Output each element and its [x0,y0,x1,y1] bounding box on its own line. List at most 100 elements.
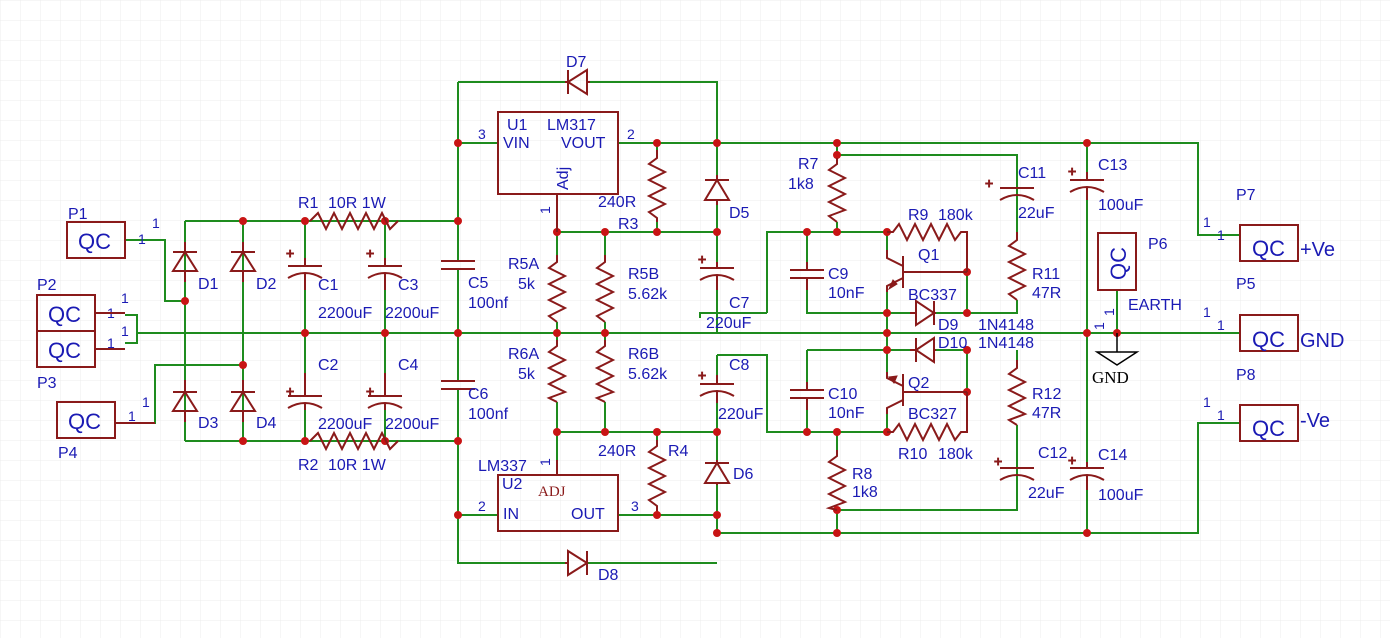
resistor-r8[interactable]: R8 1k8 [825,450,878,511]
svg-text:C3: C3 [398,277,419,294]
capacitor-c5[interactable]: C5 100nf [441,260,509,312]
svg-text:C9: C9 [828,266,849,283]
resistor-r11[interactable]: R11 47R [1006,232,1061,302]
connector-p8-ref: P8 [1236,367,1256,384]
svg-text:1: 1 [1217,227,1225,243]
diode-d7[interactable]: D7 [565,54,590,96]
svg-text:C10: C10 [828,386,857,403]
svg-text:R6A: R6A [508,346,539,363]
polarity-plus-icon: + [1068,163,1076,179]
svg-text:22uF: 22uF [1018,205,1055,222]
capacitor-c12[interactable]: + C12 22uF [994,445,1068,502]
resistor-r1[interactable]: R1 10R 1W [298,195,399,232]
svg-text:D8: D8 [598,567,619,584]
connector-p4-type: QC [68,409,101,434]
diode-d5[interactable]: D5 [703,175,750,222]
diode-d6[interactable]: D6 [703,460,754,485]
capacitor-c4[interactable]: + C4 2200uF [366,357,440,433]
connector-p7-ref: P7 [1236,187,1256,204]
diode-d9[interactable]: D9 1N4148 [910,299,1034,334]
capacitor-c7[interactable]: + C7 220uF [698,251,752,333]
resistor-r7[interactable]: R7 1k8 [788,156,848,223]
resistor-r6b[interactable]: R6B 5.62k [594,340,668,403]
svg-text:GND: GND [1092,368,1129,387]
svg-text:10R 1W: 10R 1W [328,457,387,474]
svg-text:1k8: 1k8 [852,484,878,501]
connector-p6-type: QC [1106,247,1131,280]
connector-p1[interactable]: QC P1 1 1 [66,206,160,259]
diode-d8[interactable]: D8 [565,549,619,584]
diode-d2[interactable]: D2 [229,242,277,293]
connector-p2-ref: P2 [37,277,57,294]
svg-text:1: 1 [1203,394,1211,410]
regulator-u1[interactable]: U1 LM317 VIN VOUT Adj 3 2 1 [478,111,635,214]
transistor-q2[interactable]: Q2 BC327 [886,372,967,423]
capacitor-c8[interactable]: + C8 220uF [698,357,764,423]
capacitor-c14[interactable]: + C14 100uF [1068,447,1144,504]
capacitor-c2[interactable]: + C2 2200uF [286,357,373,433]
diode-d10[interactable]: D10 1N4148 [910,335,1034,364]
connector-p6[interactable]: QC P6 EARTH 1 1 [1091,232,1182,330]
resistor-r4[interactable]: 240R R4 [598,440,689,511]
polarity-plus-icon: + [698,367,706,383]
diode-d4[interactable]: D4 [229,380,277,432]
resistor-r12[interactable]: R12 47R [1006,360,1061,426]
svg-text:2200uF: 2200uF [385,305,439,322]
svg-text:C5: C5 [468,275,489,292]
svg-text:220uF: 220uF [706,315,752,332]
resistor-r9[interactable]: R9 180k [887,207,974,272]
svg-text:3: 3 [631,498,639,514]
svg-text:1: 1 [121,290,129,306]
svg-text:C2: C2 [318,357,339,374]
connector-p3-type: QC [48,338,81,363]
svg-text:D4: D4 [256,415,277,432]
svg-text:OUT: OUT [571,506,605,523]
svg-text:1: 1 [1217,407,1225,423]
capacitor-c9[interactable]: C9 10nF [790,262,865,302]
svg-text:180k: 180k [938,207,974,224]
svg-text:100nf: 100nf [468,295,509,312]
regulator-u2[interactable]: LM337 U2 ADJ IN OUT 2 3 1 [478,458,639,532]
connector-p6-ref: P6 [1148,236,1168,253]
transistor-q1[interactable]: Q1 BC337 [886,247,967,304]
svg-text:100nf: 100nf [468,406,509,423]
svg-text:1: 1 [128,408,136,424]
svg-text:1: 1 [1203,304,1211,320]
connector-p4[interactable]: QC P4 1 1 [56,394,150,462]
svg-text:1: 1 [537,458,553,466]
capacitor-c3[interactable]: + C3 2200uF [366,245,440,323]
resistor-r6a[interactable]: R6A 5k [508,340,568,403]
connector-p5[interactable]: QC P5 1 1 GND [1203,276,1344,352]
svg-text:C4: C4 [398,357,419,374]
svg-text:47R: 47R [1032,285,1061,302]
capacitor-c13[interactable]: + C13 100uF [1068,157,1144,214]
diode-d3[interactable]: D3 [171,380,219,432]
resistor-r10[interactable]: R10 180k [887,392,974,463]
svg-text:C11: C11 [1018,165,1046,182]
connector-p8[interactable]: QC P8 1 1 -Ve [1203,367,1330,442]
svg-text:5k: 5k [518,366,536,383]
svg-text:R12: R12 [1032,386,1061,403]
svg-text:ADJ: ADJ [538,484,566,500]
capacitor-c1[interactable]: + C1 2200uF [286,245,373,323]
diode-d1[interactable]: D1 [171,242,219,293]
svg-text:VOUT: VOUT [561,135,606,152]
resistor-r3[interactable]: 240R R3 [598,150,668,233]
svg-text:C12: C12 [1038,445,1067,462]
capacitor-c10[interactable]: C10 10nF [790,382,865,422]
capacitor-c6[interactable]: C6 100nf [441,380,509,423]
capacitor-c11[interactable]: + C11 22uF [985,165,1055,222]
svg-text:R9: R9 [908,207,929,224]
svg-text:LM317: LM317 [547,117,596,134]
resistor-r5b[interactable]: R5B 5.62k [594,255,668,323]
resistor-r5a[interactable]: R5A 5k [508,255,568,323]
svg-text:5k: 5k [518,276,536,293]
svg-text:D1: D1 [198,276,219,293]
svg-text:R10: R10 [898,446,927,463]
connector-p7[interactable]: QC P7 1 1 +Ve [1203,187,1335,262]
svg-text:C7: C7 [729,295,750,312]
svg-text:2200uF: 2200uF [318,305,372,322]
svg-text:D10: D10 [938,335,967,352]
resistor-r2[interactable]: R2 10R 1W [298,430,399,474]
